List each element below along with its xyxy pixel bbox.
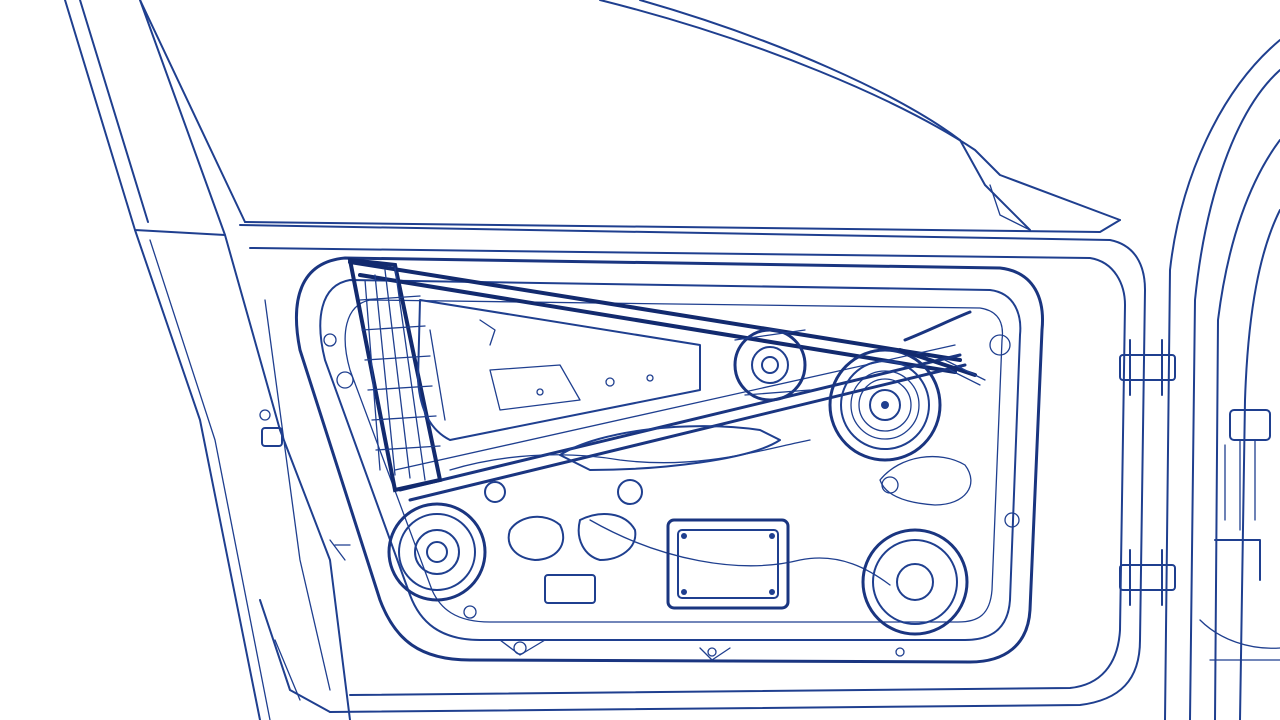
lower-right-speaker xyxy=(861,528,969,636)
door-sill xyxy=(259,599,331,713)
a-pillar xyxy=(64,0,351,720)
hinge-upper xyxy=(1119,339,1176,396)
hinge-lower xyxy=(1119,549,1176,606)
regulator-motor xyxy=(733,328,811,402)
upper-speaker xyxy=(828,348,942,462)
control-module xyxy=(666,518,790,610)
window-frame xyxy=(139,0,1121,233)
lower-left-speaker xyxy=(387,502,487,602)
window-regulator xyxy=(347,257,967,502)
b-pillar xyxy=(1164,39,1280,720)
inner-bracket-panel xyxy=(417,299,701,441)
inner-door-panel xyxy=(294,256,1044,664)
door-check-strap xyxy=(259,409,351,561)
door-outer-panel xyxy=(239,224,1146,713)
lower-fittings xyxy=(323,333,1020,661)
